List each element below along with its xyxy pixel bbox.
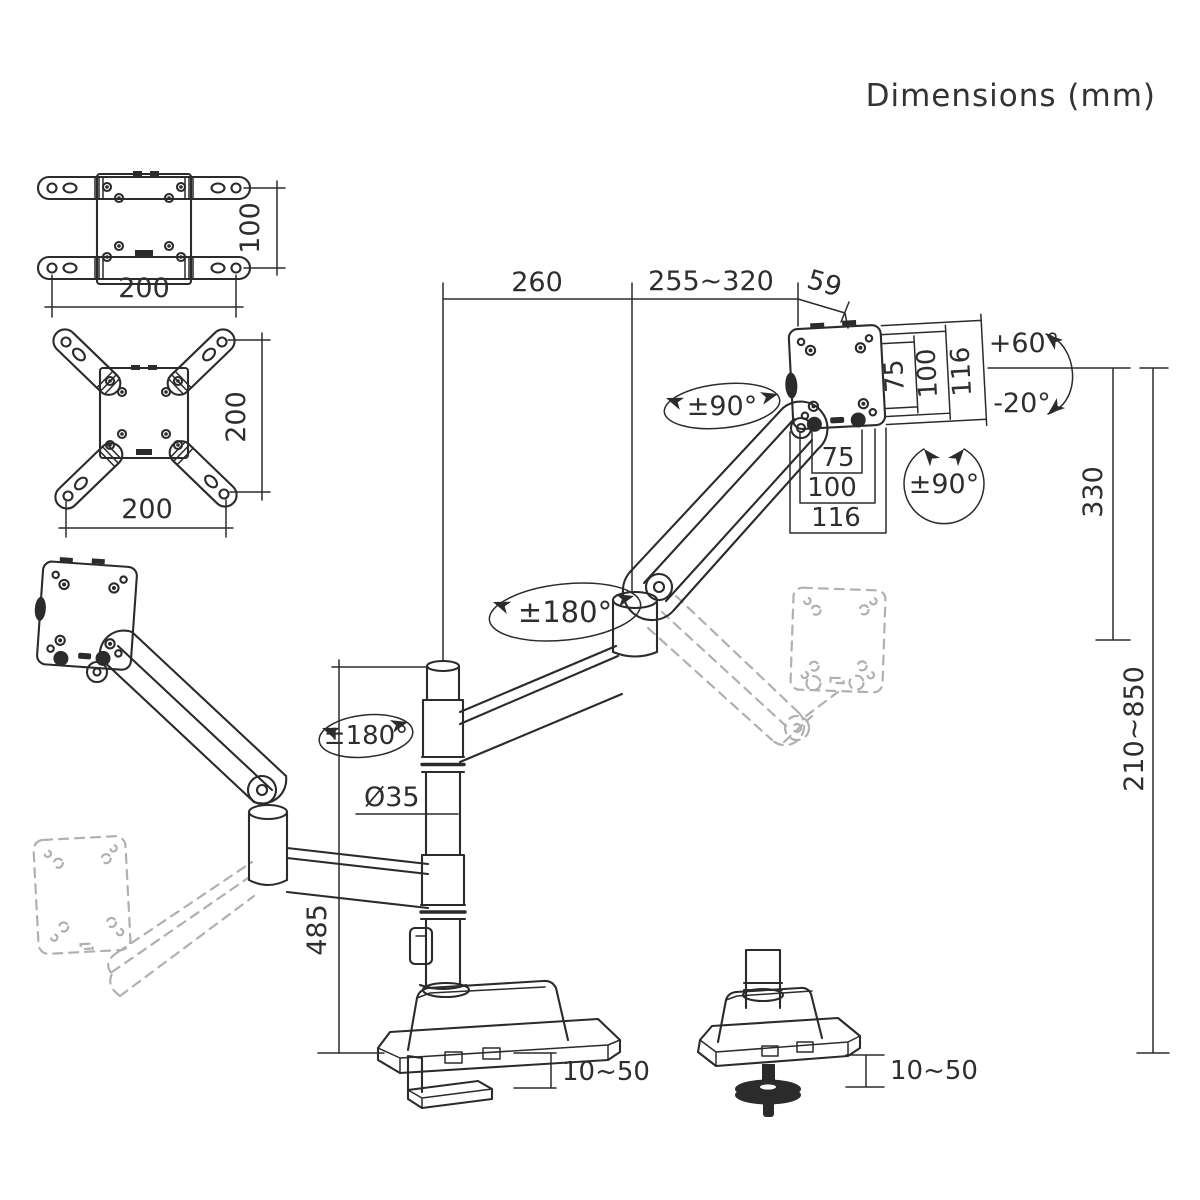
dim-label-200-a2h: 200 (121, 494, 173, 525)
right-vesa-plate: 75 100 116 (785, 313, 988, 432)
dim-label-vesa-side-100: 100 (912, 348, 945, 399)
dim-label-vesa-side-75: 75 (879, 359, 911, 394)
dim-label-100: 100 (235, 202, 266, 254)
dim-label-vesa-bottom-100: 100 (807, 473, 857, 503)
ghost-left-arm-position (32, 835, 256, 998)
vesa-adapter-200x100: 100 200 (36, 171, 286, 318)
dim-label-tilt-down: -20° (993, 388, 1051, 419)
dim-label-elbow-swivel: ±180° (518, 595, 612, 629)
vesa-bottom-dims: 75 100 116 (789, 427, 887, 534)
dimension-annotations: 260 255~320 59 +60° -20° ±90° ±90° ±180°… (302, 264, 1170, 1054)
grommet-base (696, 948, 862, 1068)
dim-label-200-a1: 200 (118, 273, 170, 304)
dim-label-260: 260 (511, 267, 563, 298)
dim-label-clamp-right: 10~50 (890, 1056, 978, 1086)
grommet-bolt (735, 1064, 801, 1117)
dim-label-59: 59 (804, 264, 846, 303)
dim-adapter1-height: 100 (235, 202, 266, 254)
left-vesa-plate (34, 557, 138, 671)
dim-label-330: 330 (1078, 466, 1109, 518)
dim-label-clamp-left: 10~50 (562, 1057, 650, 1087)
left-elbow (246, 774, 430, 910)
dim-label-vesa-bottom-75: 75 (821, 443, 854, 473)
clamp-base (376, 979, 622, 1110)
dim-label-head-rotation: ±90° (909, 469, 979, 500)
dim-label-210-850: 210~850 (1119, 666, 1150, 792)
dim-label-arm-swivel: ±90° (687, 391, 757, 422)
page-title: Dimensions (mm) (865, 78, 1156, 114)
upper-extension-arm (458, 572, 674, 764)
dim-label-tilt-up: +60° (989, 328, 1059, 359)
monitor-arm-assembly: 75 100 116 75 100 116 10~50 (34, 313, 988, 1117)
dim-label-vesa-side-116: 116 (946, 346, 979, 397)
dim-label-pole-diameter: Ø35 (364, 782, 420, 813)
ghost-right-arm-position (646, 586, 887, 747)
dim-label-200-a2v: 200 (221, 391, 252, 443)
dim-label-pole-swivel: ±180° (324, 721, 408, 751)
center-pole (408, 659, 467, 987)
dim-label-485: 485 (302, 904, 333, 956)
dim-label-255-320: 255~320 (648, 266, 774, 297)
dim-label-vesa-bottom-116: 116 (811, 503, 861, 533)
vesa-adapter-200x200: 200 200 (52, 328, 271, 538)
